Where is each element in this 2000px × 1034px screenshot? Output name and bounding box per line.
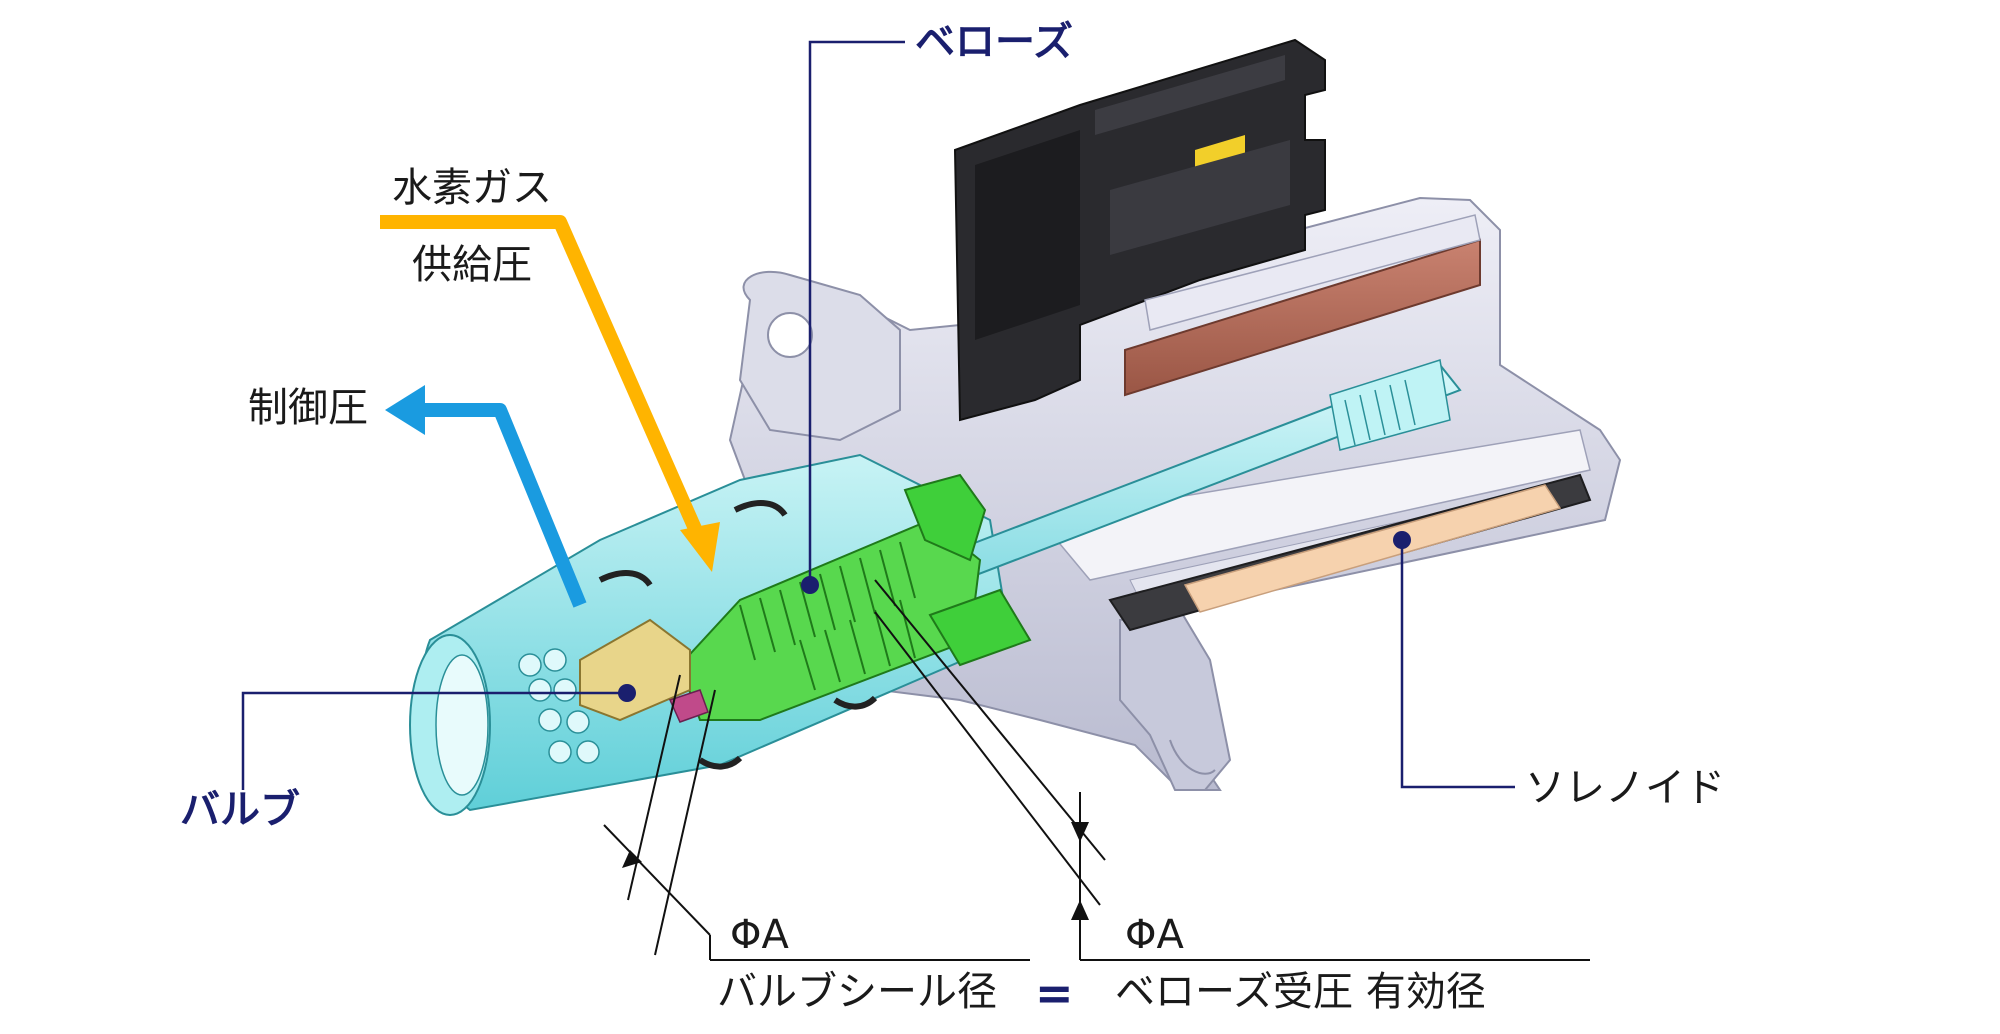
connector-block	[953, 38, 1326, 422]
valve-seal-diameter-label: バルブシール径	[717, 969, 997, 1015]
bellows	[678, 473, 1032, 721]
dimension-arrowheads	[622, 822, 1089, 920]
phi-a-left-label: ΦA	[730, 912, 789, 958]
solenoid-label: ソレノイド	[1525, 765, 1725, 811]
callout-dot-icon	[1393, 531, 1411, 549]
callout-dot-icon	[801, 576, 819, 594]
bellows-effective-diameter-label: ベローズ受圧 有効径	[1115, 969, 1486, 1015]
solenoid-leader	[1400, 540, 1515, 789]
equals-sign: =	[1035, 966, 1074, 1020]
hydrogen-supply-label-line2: 供給圧	[412, 242, 532, 288]
solenoid-coil-lower	[1108, 473, 1592, 632]
control-pressure-arrow	[385, 385, 587, 608]
supply-pressure-arrow	[380, 215, 720, 572]
valve-head	[579, 618, 709, 723]
hydrogen-supply-label-line1: 水素ガス	[392, 165, 552, 211]
valve-label: バルブ	[180, 787, 300, 833]
valve-leader	[241, 691, 630, 790]
dimension-lines	[603, 579, 1590, 961]
bellows-label: ベローズ	[915, 19, 1073, 65]
control-pressure-label: 制御圧	[248, 385, 368, 431]
solenoid-coil-upper	[1124, 214, 1481, 397]
callout-dot-icon	[618, 684, 636, 702]
phi-a-right-label: ΦA	[1125, 912, 1184, 958]
callout-dots	[618, 531, 1411, 702]
arrow-right-down-icon	[680, 522, 720, 572]
bellows-leader	[808, 40, 905, 585]
callout-lines	[241, 40, 1515, 790]
arrow-left-icon	[385, 385, 425, 435]
